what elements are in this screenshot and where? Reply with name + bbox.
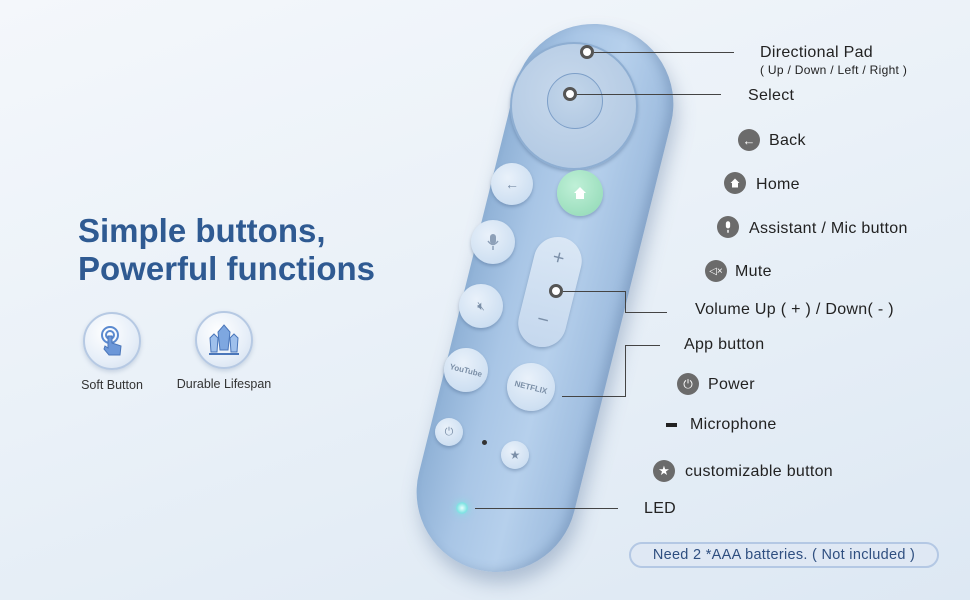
home-icon bbox=[574, 187, 586, 199]
feature-label: Soft Button bbox=[81, 378, 143, 392]
back-arrow-icon: ← bbox=[738, 129, 760, 151]
feature-soft-button: Soft Button bbox=[57, 312, 167, 392]
feature-label: Durable Lifespan bbox=[176, 377, 272, 391]
custom-button[interactable]: ★ bbox=[501, 441, 529, 469]
star-icon: ★ bbox=[509, 448, 521, 462]
home-button[interactable] bbox=[557, 170, 603, 216]
callout-line-app-c bbox=[562, 396, 626, 397]
crystal-icon bbox=[195, 311, 253, 369]
tap-finger-icon bbox=[83, 312, 141, 370]
headline-line-2: Powerful functions bbox=[78, 250, 375, 287]
power-icon: ⏻ bbox=[677, 373, 699, 395]
label-app-button: App button bbox=[684, 336, 765, 353]
callout-line-volume-a bbox=[563, 291, 626, 292]
mic-icon bbox=[717, 216, 739, 238]
callout-dot-volume bbox=[549, 284, 563, 298]
youtube-label: YouTube bbox=[448, 361, 484, 379]
label-mute: Mute bbox=[735, 263, 772, 280]
mute-icon: 🔇︎ bbox=[477, 298, 485, 313]
label-select: Select bbox=[748, 87, 795, 104]
mute-button[interactable]: 🔇︎ bbox=[459, 284, 503, 328]
callout-dot-dpad bbox=[580, 45, 594, 59]
callout-dot-select bbox=[563, 87, 577, 101]
home-icon bbox=[724, 172, 746, 194]
microphone-hole bbox=[482, 440, 487, 445]
callout-line-volume-c bbox=[625, 312, 667, 313]
back-button[interactable]: ← bbox=[491, 163, 533, 205]
label-volume: Volume Up ( + ) / Down( - ) bbox=[695, 301, 894, 318]
callout-line-led bbox=[475, 508, 618, 509]
star-icon: ★ bbox=[653, 460, 675, 482]
label-microphone: Microphone bbox=[690, 416, 777, 433]
label-back: Back bbox=[769, 132, 806, 149]
callout-line-app-a bbox=[625, 345, 660, 346]
label-led: LED bbox=[644, 500, 677, 517]
mic-icon bbox=[487, 234, 499, 250]
power-icon: ⏻ bbox=[444, 425, 454, 438]
label-directional-pad-sub: ( Up / Down / Left / Right ) bbox=[760, 63, 908, 77]
label-directional-pad: Directional Pad bbox=[760, 44, 873, 61]
remote-control: ← 🔇︎ + − YouTube NETFLIX ⏻ ★ bbox=[395, 6, 691, 590]
label-home: Home bbox=[756, 176, 800, 193]
arrow-left-icon: ← bbox=[505, 176, 519, 192]
led-indicator bbox=[456, 502, 468, 514]
assistant-mic-button[interactable] bbox=[471, 220, 515, 264]
headline-line-1: Simple buttons, bbox=[78, 212, 326, 249]
battery-note: Need 2 *AAA batteries. ( Not included ) bbox=[629, 542, 939, 568]
volume-down-label: − bbox=[534, 308, 552, 333]
microphone-dash-icon bbox=[666, 423, 677, 427]
power-button[interactable]: ⏻ bbox=[435, 418, 463, 446]
label-power: Power bbox=[708, 376, 755, 393]
callout-line-dpad bbox=[594, 52, 734, 53]
headline: Simple buttons, Powerful functions bbox=[78, 212, 418, 288]
mute-icon: ◁× bbox=[705, 260, 727, 282]
callout-line-select bbox=[577, 94, 721, 95]
feature-durable-lifespan: Durable Lifespan bbox=[169, 311, 279, 391]
callout-line-app-b bbox=[625, 345, 626, 397]
select-button[interactable] bbox=[547, 73, 603, 129]
netflix-label: NETFLIX bbox=[513, 378, 549, 396]
callout-line-volume-b bbox=[625, 291, 626, 312]
label-customizable: customizable button bbox=[685, 463, 834, 480]
volume-up-label: + bbox=[550, 245, 567, 271]
label-assistant: Assistant / Mic button bbox=[749, 220, 908, 237]
